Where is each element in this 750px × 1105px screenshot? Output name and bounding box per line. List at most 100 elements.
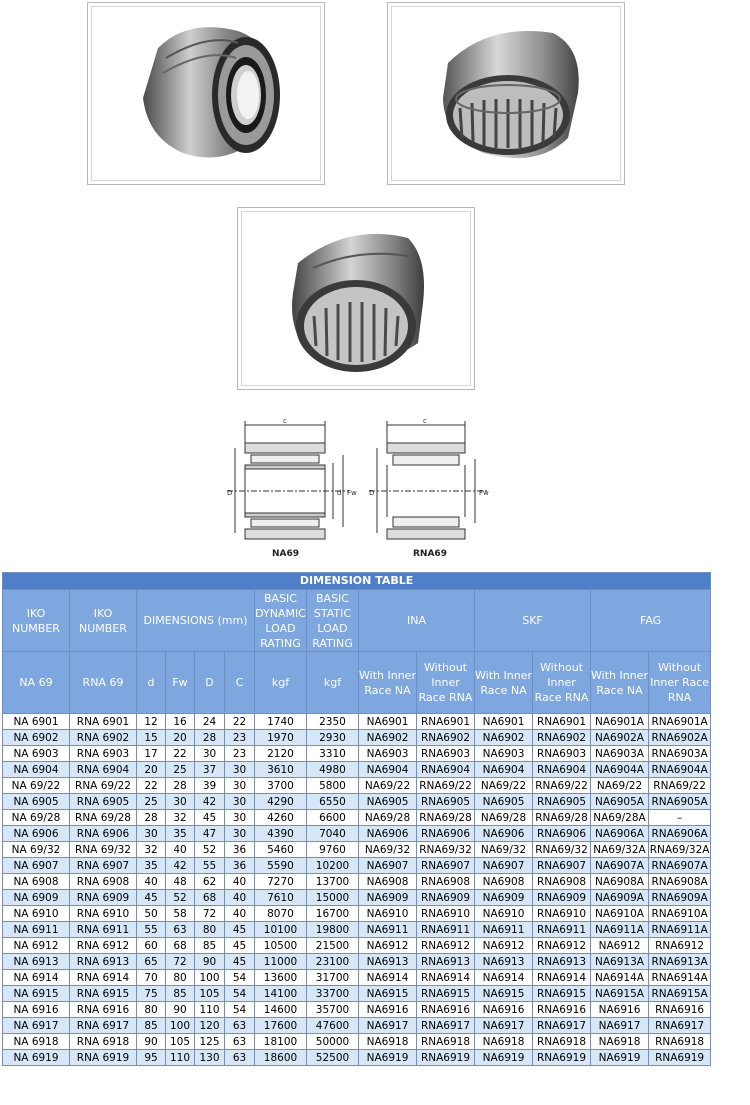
- header-basic-dynamic: BASIC DYNAMIC LOAD RATING: [254, 589, 307, 652]
- table-cell: 47: [194, 825, 225, 842]
- table-cell: 55: [136, 921, 166, 938]
- table-cell: 40: [136, 873, 166, 890]
- table-cell: 54: [224, 1001, 255, 1018]
- table-cell: NA 6914: [2, 969, 70, 986]
- table-cell: 20: [165, 729, 195, 746]
- table-cell: 13700: [306, 873, 359, 890]
- table-cell: NA6911: [358, 921, 417, 938]
- table-cell: RNA6904A: [647, 761, 712, 778]
- table-cell: 105: [165, 1033, 195, 1050]
- table-cell: NA6919: [474, 1049, 533, 1066]
- table-cell: 23100: [306, 953, 359, 970]
- table-cell: NA6910A: [590, 905, 649, 922]
- table-cell: 3610: [254, 761, 307, 778]
- table-cell: 10100: [254, 921, 307, 938]
- dim-c-label: c: [283, 417, 287, 425]
- bearing-photo-front: [237, 207, 475, 390]
- table-cell: RNA6916: [647, 1001, 712, 1018]
- rna69-section-drawing: c D Fw: [369, 417, 489, 540]
- header-skf: SKF: [474, 589, 591, 652]
- table-cell: 45: [224, 921, 255, 938]
- subheader-cell: Without Inner Race RNA: [416, 651, 475, 714]
- table-cell: 40: [165, 841, 195, 858]
- table-cell: NA6912: [358, 937, 417, 954]
- table-cell: 72: [165, 953, 195, 970]
- table-cell: 42: [194, 793, 225, 810]
- table-cell: 7040: [306, 825, 359, 842]
- table-cell: RNA6911: [416, 921, 475, 938]
- table-cell: 9760: [306, 841, 359, 858]
- table-cell: RNA6906: [532, 825, 591, 842]
- table-cell: NA 6904: [2, 761, 70, 778]
- table-cell: 68: [194, 889, 225, 906]
- table-cell: RNA 6909: [69, 889, 137, 906]
- table-cell: RNA6901A: [647, 713, 712, 730]
- table-cell: 12: [136, 713, 166, 730]
- table-cell: 7270: [254, 873, 307, 890]
- table-cell: RNA6910A: [647, 905, 712, 922]
- table-cell: 22: [224, 713, 255, 730]
- table-cell: RNA6903: [416, 745, 475, 762]
- table-cell: NA 6906: [2, 825, 70, 842]
- header-fag: FAG: [589, 589, 712, 652]
- table-cell: 110: [194, 1001, 225, 1018]
- table-cell: 120: [194, 1017, 225, 1034]
- table-cell: 2930: [306, 729, 359, 746]
- diagram-rna69: c D Fw RNA69: [365, 413, 505, 563]
- table-cell: 15: [136, 729, 166, 746]
- table-cell: NA6919: [590, 1049, 649, 1066]
- table-cell: 35700: [306, 1001, 359, 1018]
- header-ina: INA: [358, 589, 475, 652]
- table-cell: NA 6916: [2, 1001, 70, 1018]
- table-cell: 63: [224, 1017, 255, 1034]
- table-cell: NA6907: [474, 857, 533, 874]
- table-cell: NA6905: [358, 793, 417, 810]
- table-cell: 55: [194, 857, 225, 874]
- table-cell: 47600: [306, 1017, 359, 1034]
- table-cell: NA6903A: [590, 745, 649, 762]
- table-cell: RNA6917: [416, 1017, 475, 1034]
- dimension-table: DIMENSION TABLE IKO NUMBER IKO NUMBER DI…: [1, 572, 712, 1066]
- table-cell: 23: [224, 745, 255, 762]
- subheader-cell: With Inner Race NA: [358, 651, 417, 714]
- table-cell: 8070: [254, 905, 307, 922]
- table-cell: RNA 6903: [69, 745, 137, 762]
- diagram-na69: c D d Fw NA69: [225, 413, 365, 563]
- table-cell: RNA 6906: [69, 825, 137, 842]
- table-cell: RNA69/22: [416, 777, 475, 794]
- table-cell: NA6908A: [590, 873, 649, 890]
- table-cell: 5590: [254, 857, 307, 874]
- table-cell: RNA6907: [532, 857, 591, 874]
- table-cell: RNA6916: [416, 1001, 475, 1018]
- table-cell: 10200: [306, 857, 359, 874]
- table-cell: NA6902: [358, 729, 417, 746]
- table-cell: 110: [165, 1049, 195, 1066]
- table-cell: NA69/32A: [590, 841, 649, 858]
- table-cell: RNA6905: [416, 793, 475, 810]
- table-cell: 54: [224, 985, 255, 1002]
- table-cell: NA6919: [358, 1049, 417, 1066]
- table-cell: 85: [136, 1017, 166, 1034]
- table-cell: RNA 6901: [69, 713, 137, 730]
- table-cell: RNA6906: [416, 825, 475, 842]
- table-cell: 100: [165, 1017, 195, 1034]
- table-cell: RNA6919: [647, 1049, 712, 1066]
- table-cell: 37: [194, 761, 225, 778]
- table-cell: 30: [224, 793, 255, 810]
- table-cell: 30: [136, 825, 166, 842]
- subheader-cell: D: [194, 651, 225, 714]
- table-cell: NA6916: [358, 1001, 417, 1018]
- table-cell: 18100: [254, 1033, 307, 1050]
- table-cell: NA 69/28: [2, 809, 70, 826]
- table-cell: 13600: [254, 969, 307, 986]
- table-cell: 11000: [254, 953, 307, 970]
- table-cell: 36: [224, 841, 255, 858]
- table-cell: RNA 6918: [69, 1033, 137, 1050]
- table-cell: 90: [194, 953, 225, 970]
